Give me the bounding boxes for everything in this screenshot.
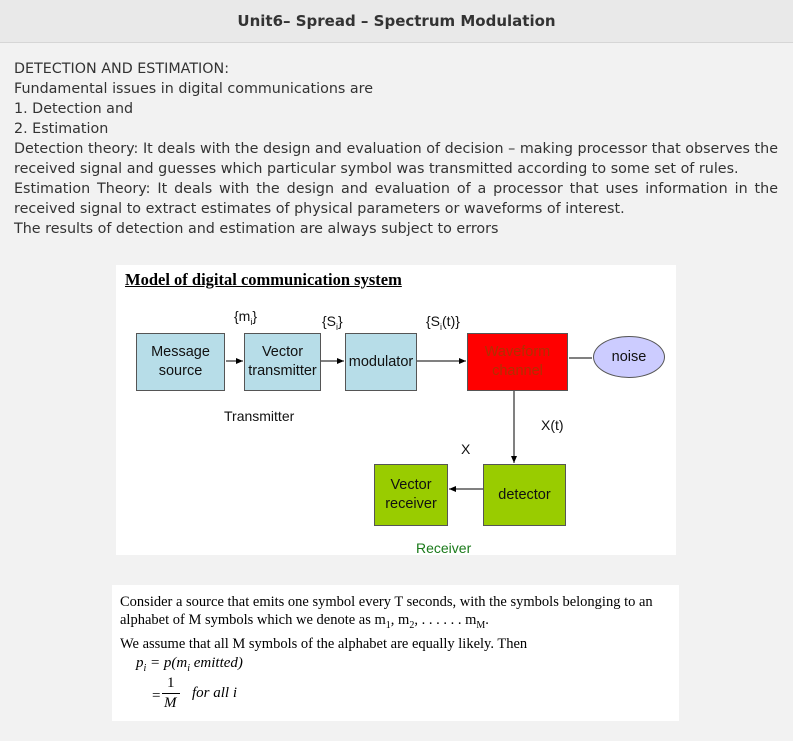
source-paragraph: Consider a source that emits one symbol …: [120, 593, 676, 653]
receiver-label: Receiver: [416, 540, 472, 556]
detector-box: detector: [483, 464, 566, 526]
estimation-paragraph: Estimation Theory: It deals with the des…: [14, 181, 778, 217]
message-source-box: Message source: [136, 333, 225, 391]
diagram-arrows: [226, 357, 592, 492]
list-item: 2. Estimation: [14, 121, 109, 137]
probability-equation: pi = p(mi emitted): [136, 655, 243, 674]
list-item: 1. Detection and: [14, 101, 134, 117]
intro-text: DETECTION AND ESTIMATION: Fundamental is…: [14, 59, 778, 239]
assumption-line: We assume that all M symbols of the alph…: [120, 635, 528, 652]
symbol-probability-box: Consider a source that emits one symbol …: [112, 585, 679, 721]
intro-line: Fundamental issues in digital communicat…: [14, 81, 374, 97]
waveform-channel-box: Waveform channel: [467, 333, 568, 391]
sit-label: {Si(t)}: [426, 313, 460, 332]
mi-label: {mi}: [234, 308, 258, 327]
diagram-title: Model of digital communication system: [125, 270, 402, 289]
communication-system-diagram: Model of digital communication system Me…: [116, 265, 676, 556]
x-label: X: [461, 441, 471, 457]
si-label: {Si}: [322, 313, 343, 332]
detection-paragraph: Detection theory: It deals with the desi…: [14, 141, 778, 177]
for-all-text: for all i: [192, 685, 238, 701]
page-content: DETECTION AND ESTIMATION: Fundamental is…: [0, 43, 793, 741]
errors-line: The results of detection and estimation …: [14, 221, 499, 237]
fraction-numerator: 1: [167, 675, 175, 691]
xt-label: X(t): [541, 417, 564, 433]
transmitter-label: Transmitter: [224, 408, 295, 424]
vector-receiver-box: Vector receiver: [374, 464, 448, 526]
page-title: Unit6– Spread – Spectrum Modulation: [237, 12, 556, 30]
fraction-bar: [162, 693, 180, 694]
page-header: Unit6– Spread – Spectrum Modulation: [0, 0, 793, 43]
equals-sign: =: [152, 688, 161, 704]
section-heading: DETECTION AND ESTIMATION:: [14, 61, 230, 77]
modulator-box: modulator: [345, 333, 417, 391]
noise-ellipse: noise: [593, 336, 665, 378]
vector-transmitter-box: Vector transmitter: [244, 333, 321, 391]
fraction-denominator: M: [164, 695, 177, 711]
